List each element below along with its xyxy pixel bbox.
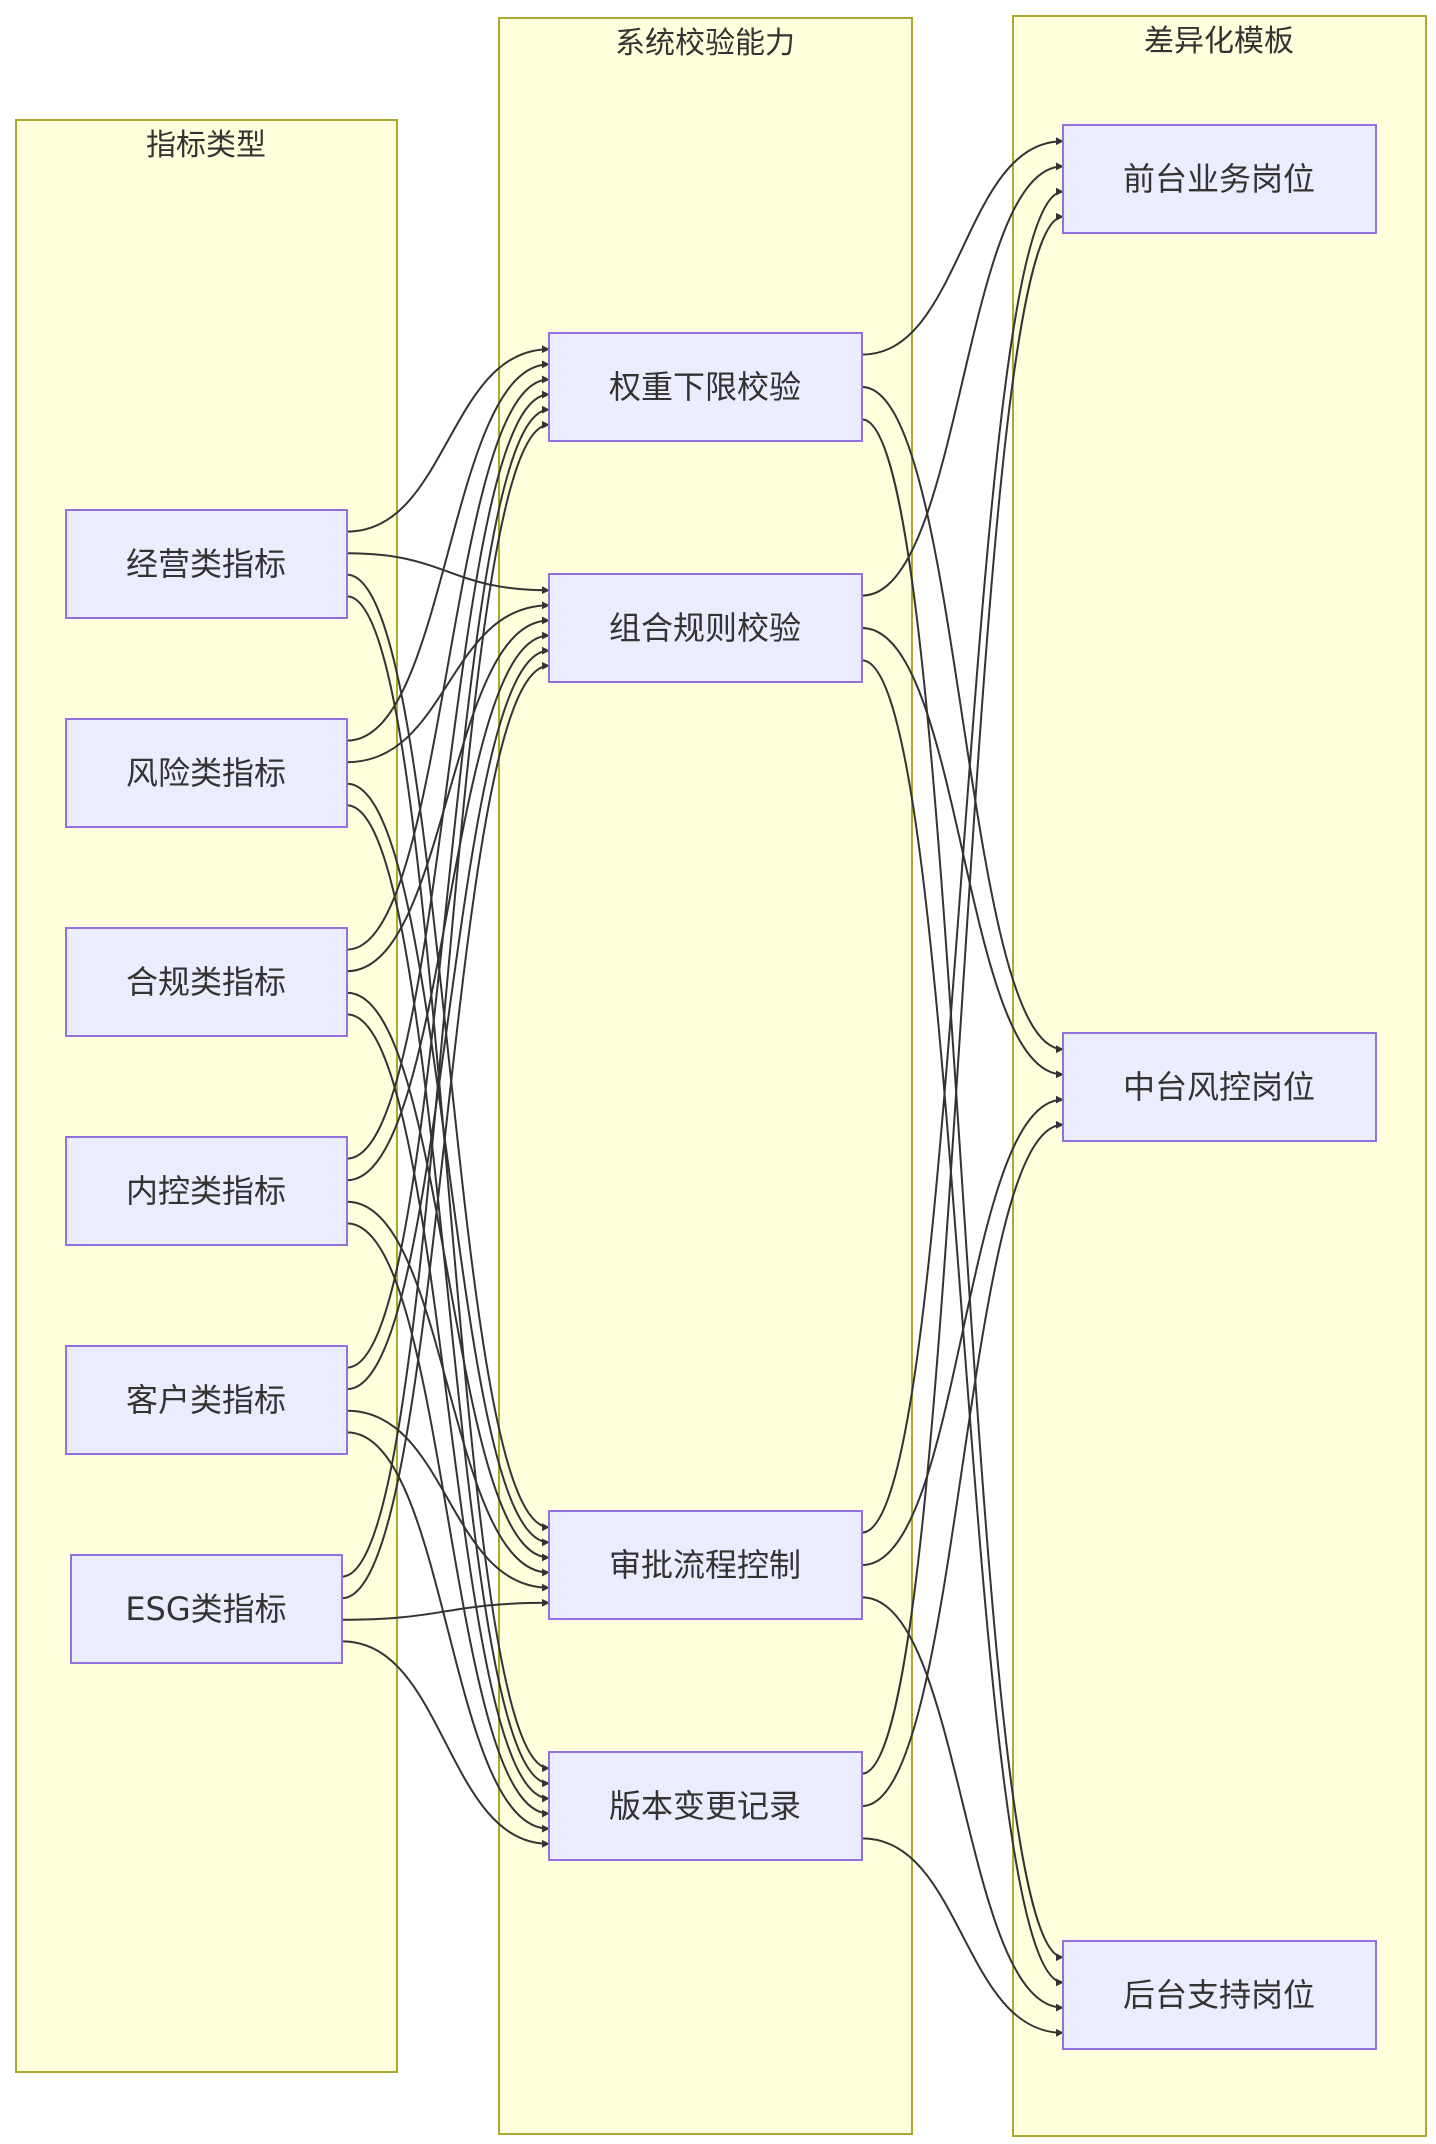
node-op[interactable]: 经营类指标 (65, 509, 348, 619)
node-middle[interactable]: 中台风控岗位 (1062, 1032, 1377, 1142)
node-back[interactable]: 后台支持岗位 (1062, 1940, 1377, 2050)
node-wcheck-box (548, 332, 863, 442)
edge-esg-to-wcheck (341, 420, 550, 1578)
edge-ic-to-ccheck (346, 631, 550, 1182)
node-ccheck[interactable]: 组合规则校验 (548, 573, 863, 683)
node-comp-label: 合规类指标 (126, 963, 286, 1001)
edge-layer (341, 137, 1064, 2037)
edge-ic-to-approval (346, 1200, 550, 1577)
cluster-indicators-box (15, 119, 398, 2073)
edge-cust-to-ccheck (346, 646, 550, 1391)
edge-op-to-version (346, 595, 550, 1773)
edge-wcheck-to-front (861, 137, 1064, 356)
node-front-box (1062, 124, 1377, 234)
node-esg[interactable]: ESG类指标 (70, 1554, 343, 1664)
edge-approval-to-back (861, 1596, 1064, 2012)
cluster-templates-label: 差异化模板 (1144, 24, 1294, 59)
node-ccheck-label: 组合规则校验 (609, 609, 801, 647)
node-back-box (1062, 1940, 1377, 2050)
node-ic-box (65, 1136, 348, 1246)
node-ic[interactable]: 内控类指标 (65, 1136, 348, 1246)
node-version-box (548, 1751, 863, 1861)
edge-cust-to-version (346, 1431, 550, 1833)
node-wcheck-label: 权重下限校验 (609, 368, 801, 406)
node-esg-box (70, 1554, 343, 1664)
edge-comp-to-ccheck (346, 616, 550, 973)
edge-op-to-wcheck (346, 345, 550, 533)
edge-approval-to-middle (861, 1095, 1064, 1566)
node-middle-label: 中台风控岗位 (1123, 1068, 1315, 1106)
edge-risk-to-approval (346, 782, 550, 1547)
node-risk-label: 风险类指标 (126, 754, 286, 792)
edge-risk-to-ccheck (346, 601, 550, 764)
edge-cust-to-approval (346, 1409, 550, 1592)
node-esg-label: ESG类指标 (125, 1590, 286, 1628)
node-wcheck[interactable]: 权重下限校验 (548, 332, 863, 442)
node-back-label: 后台支持岗位 (1123, 1976, 1315, 2014)
edge-comp-to-version (346, 1013, 550, 1803)
cluster-checks-label: 系统校验能力 (615, 26, 795, 61)
edge-ic-to-wcheck (346, 390, 550, 1160)
node-op-box (65, 509, 348, 619)
edge-version-to-middle (861, 1120, 1064, 1807)
node-cust-label: 客户类指标 (126, 1381, 286, 1419)
node-cust-box (65, 1345, 348, 1455)
edge-op-to-approval (346, 573, 550, 1532)
edge-wcheck-to-back (861, 418, 1064, 1962)
edge-approval-to-front (861, 187, 1064, 1534)
edge-risk-to-version (346, 804, 550, 1788)
node-approval-box (548, 1510, 863, 1620)
edge-version-to-back (861, 1837, 1064, 2037)
node-approval-label: 审批流程控制 (609, 1546, 801, 1584)
node-comp-box (65, 927, 348, 1037)
edge-wcheck-to-middle (861, 386, 1064, 1054)
node-cust[interactable]: 客户类指标 (65, 1345, 348, 1455)
node-op-label: 经营类指标 (126, 545, 286, 583)
edge-esg-to-approval (341, 1598, 550, 1621)
cluster-indicators-label: 指标类型 (146, 128, 266, 163)
edge-esg-to-ccheck (341, 661, 550, 1600)
node-ic-label: 内控类指标 (126, 1172, 286, 1210)
edge-op-to-ccheck (346, 552, 550, 595)
node-front-label: 前台业务岗位 (1123, 160, 1315, 198)
edge-ccheck-to-front (861, 162, 1064, 597)
node-comp[interactable]: 合规类指标 (65, 927, 348, 1037)
node-front[interactable]: 前台业务岗位 (1062, 124, 1377, 234)
edge-cust-to-wcheck (346, 405, 550, 1369)
node-ccheck-box (548, 573, 863, 683)
edge-version-to-front (861, 212, 1064, 1775)
edge-ic-to-version (346, 1222, 550, 1818)
node-version-label: 版本变更记录 (609, 1787, 801, 1825)
node-middle-box (1062, 1032, 1377, 1142)
node-version[interactable]: 版本变更记录 (548, 1751, 863, 1861)
edge-esg-to-version (341, 1640, 550, 1848)
cluster-indicators: 指标类型 (15, 119, 398, 2073)
node-approval[interactable]: 审批流程控制 (548, 1510, 863, 1620)
edge-ccheck-to-back (861, 659, 1064, 1987)
edge-risk-to-wcheck (346, 360, 550, 742)
edge-comp-to-approval (346, 991, 550, 1562)
node-risk-box (65, 718, 348, 828)
edge-comp-to-wcheck (346, 375, 550, 951)
node-risk[interactable]: 风险类指标 (65, 718, 348, 828)
